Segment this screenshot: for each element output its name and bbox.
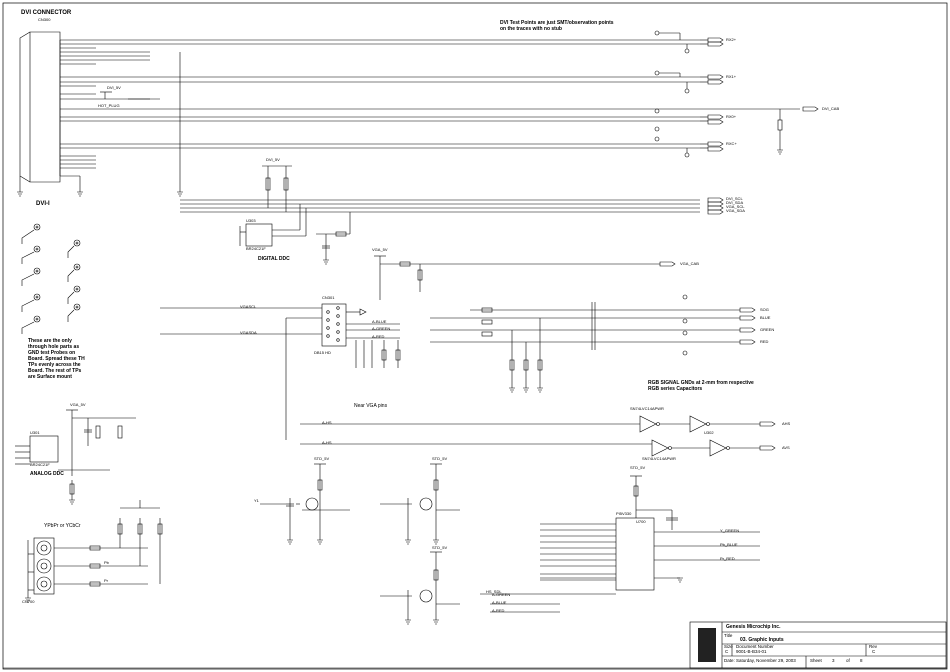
tb-sheet-label: Sheet <box>810 658 822 663</box>
gnd-test-probes <box>21 223 81 334</box>
connector-ref: CN300 <box>38 17 51 22</box>
tb-company: Genesis Microchip Inc. <box>726 624 781 630</box>
net-std-5v-4: STD_5V <box>630 465 646 470</box>
cn700-label: CN700 <box>22 599 35 604</box>
part-eeprom-analog: BR24C21F <box>30 462 50 467</box>
connector-title: DVI CONNECTOR <box>21 10 72 16</box>
part-u302: U302 <box>704 430 714 435</box>
part-pr: Pr <box>104 578 108 583</box>
net-vga-5v: VGA_5V <box>372 247 388 252</box>
note-gnd-probes: These are the only through hole parts as… <box>28 338 85 380</box>
vga-connector-ref: CN301 <box>322 295 335 300</box>
note-test-points: DVI Test Points are just SMT/observation… <box>500 20 614 32</box>
tb-rev: C <box>872 649 876 654</box>
part-eeprom-digital: BR24C21F <box>246 246 266 251</box>
net-rx2: RX2+ <box>726 37 737 42</box>
tb-rev-label: Rev <box>869 644 878 649</box>
db15-label: DB15 HD <box>314 350 331 355</box>
part-u700: PI5V330 <box>616 511 632 516</box>
near-vga-label: Near VGA pins <box>354 403 388 409</box>
company-logo <box>698 628 716 662</box>
tb-of: of <box>846 658 850 663</box>
part-u303: U303 <box>246 218 256 223</box>
tb-size: C <box>725 649 729 654</box>
net-pr-red: Pr_RED <box>720 556 735 561</box>
net-dvi-5v-2: DVI_5V <box>266 157 280 162</box>
net-dvi-cab: DVI_CAB <box>822 106 840 111</box>
net-a-hs: A-HS <box>322 420 332 425</box>
part-u301: U301 <box>30 430 40 435</box>
rca-jacks <box>27 500 163 598</box>
net-y-green: Y_GREEN <box>720 528 740 533</box>
net-vga-scl: VGA_SCL <box>726 204 745 209</box>
net-rx1: RX1+ <box>726 74 737 79</box>
net-a-green: A-GREEN <box>372 326 391 331</box>
net-vga-sda: VGA_SDA <box>726 208 745 213</box>
tb-date-label: Date: <box>724 658 735 663</box>
net-red: RED <box>760 339 769 344</box>
net-rxc: RXC+ <box>726 141 737 146</box>
part-y1: Y1 <box>254 498 259 503</box>
dvi-label: DVI-I <box>36 201 50 207</box>
rgb-note: RGB SIGNAL GNDs at 2-mm from respective … <box>648 380 754 392</box>
part-buffer-1: SN74LVC14APWR <box>630 406 664 411</box>
vga-connector <box>160 255 676 440</box>
schmitt-buffers <box>300 415 776 457</box>
net-vgascl: VGASCL <box>240 304 257 309</box>
tb-doc-label: Document Number <box>736 644 774 649</box>
net-a-red-mux: A-RED <box>492 608 505 613</box>
net-dvi-5v: DVI_5V <box>107 85 121 90</box>
net-vga-cab: VGA_CAB <box>680 261 699 266</box>
ypbpr-label: YPbPr or YCbCr <box>44 523 81 529</box>
net-a-blue: A-BLUE <box>372 319 387 324</box>
analog-ddc <box>15 409 136 500</box>
net-std-5v: STD_5V <box>314 456 330 461</box>
tb-sheet-no: 3 <box>832 658 835 663</box>
net-blue: BLUE <box>760 315 771 320</box>
digital-ddc-label: DIGITAL DDC <box>258 256 290 262</box>
part-u700-ref: U700 <box>636 519 646 524</box>
net-std-5v-3: STD_5V <box>432 545 448 550</box>
digital-ddc <box>180 165 724 260</box>
tb-doc: 9001-B-B34-01 <box>736 649 767 654</box>
part-buffer-2: SN74LVC14APWR <box>642 456 676 461</box>
offpage-connectors-right <box>700 37 819 152</box>
net-green: GREEN <box>760 327 775 332</box>
net-ahs: AHS <box>782 421 791 426</box>
tb-title: 03. Graphic Inputs <box>740 637 784 643</box>
tb-sheet-total: 8 <box>860 658 863 663</box>
net-sog: SOG <box>760 307 769 312</box>
dvi-test-points <box>654 30 690 158</box>
analog-ddc-label: ANALOG DDC <box>30 471 64 477</box>
gnd-symbols <box>17 149 783 625</box>
net-a-red: A-RED <box>372 334 385 339</box>
net-hs-sdl: HS_SDL <box>486 589 502 594</box>
transistor-buffers <box>260 463 460 620</box>
net-hot-plug: HOT_PLUG <box>98 103 120 108</box>
tb-size-label: Size <box>724 644 733 649</box>
net-dvi-scl: DVI_SCL <box>726 196 743 201</box>
net-dvi-sda: DVI_SDA <box>726 200 744 205</box>
net-vga-5v-2: VGA_5V <box>70 402 86 407</box>
net-rx0: RX0+ <box>726 114 737 119</box>
net-avs: AVS <box>782 445 790 450</box>
net-pb-blue: Pb_BLUE <box>720 542 738 547</box>
tb-title-label: Title <box>724 633 733 638</box>
net-vgasda: VGASDA <box>240 330 257 335</box>
rgb-capacitor-network <box>430 294 756 388</box>
dvi-5v-network <box>100 91 150 100</box>
part-pb: Pb <box>104 560 109 565</box>
dvi-connector <box>19 31 61 183</box>
net-std-5v-2: STD_5V <box>432 456 448 461</box>
net-a-hs-2: A-HS <box>322 440 332 445</box>
title-block <box>689 621 947 669</box>
dvi-pin-traces <box>19 39 800 192</box>
net-a-green-mux: A-GREEN <box>492 592 511 597</box>
tb-date: Saturday, November 29, 2003 <box>736 658 796 663</box>
net-a-blue-mux: A-BLUE <box>492 600 507 605</box>
mux-ic <box>480 475 760 613</box>
